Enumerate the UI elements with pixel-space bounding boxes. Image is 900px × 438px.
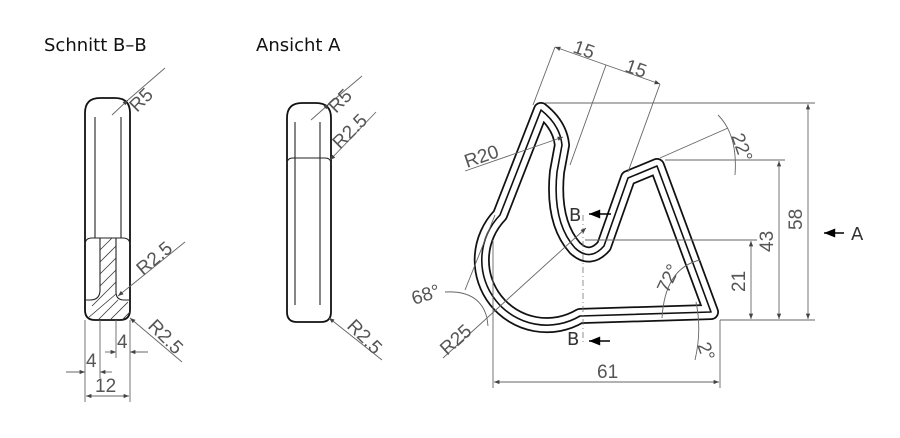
- angle-inner-label: 72°: [653, 261, 684, 296]
- section-width-left-label: 4: [86, 351, 97, 372]
- offset-1-label: 15: [570, 37, 597, 64]
- section-radius-bottom-label: R2.5: [143, 316, 186, 359]
- section-width-right-label: 4: [117, 332, 128, 353]
- view-radius-bottom-label: R2.5: [342, 316, 385, 359]
- section-radius-inner-label: R2.5: [133, 238, 177, 280]
- width-total-label: 61: [597, 362, 618, 383]
- height-notch-label: 43: [757, 231, 778, 252]
- section-width-total-label: 12: [95, 376, 116, 397]
- angle-bottom-label: 2°: [692, 340, 718, 364]
- section-marker-bottom: B: [567, 329, 579, 350]
- radius-outer-label: R25: [436, 321, 476, 360]
- view-marker: A: [851, 224, 864, 245]
- height-u-label: 21: [729, 271, 750, 292]
- hook-profile: [473, 102, 719, 345]
- section-b-b-view: R5 R2.5 R2.5 4 4 12: [66, 67, 187, 402]
- view-radius-step-label: R2.5: [329, 110, 372, 153]
- view-a: R5 R2.5 R2.5: [286, 75, 386, 361]
- view-title: Ansicht A: [256, 35, 341, 56]
- height-total-label: 58: [786, 209, 807, 230]
- section-title: Schnitt B–B: [44, 35, 147, 56]
- section-marker-top: B: [569, 205, 581, 226]
- radius-hook-label: R20: [462, 142, 502, 173]
- section-hatching: [87, 237, 131, 321]
- section-markers: B B A: [567, 205, 864, 350]
- angle-left-label: 68°: [409, 281, 443, 310]
